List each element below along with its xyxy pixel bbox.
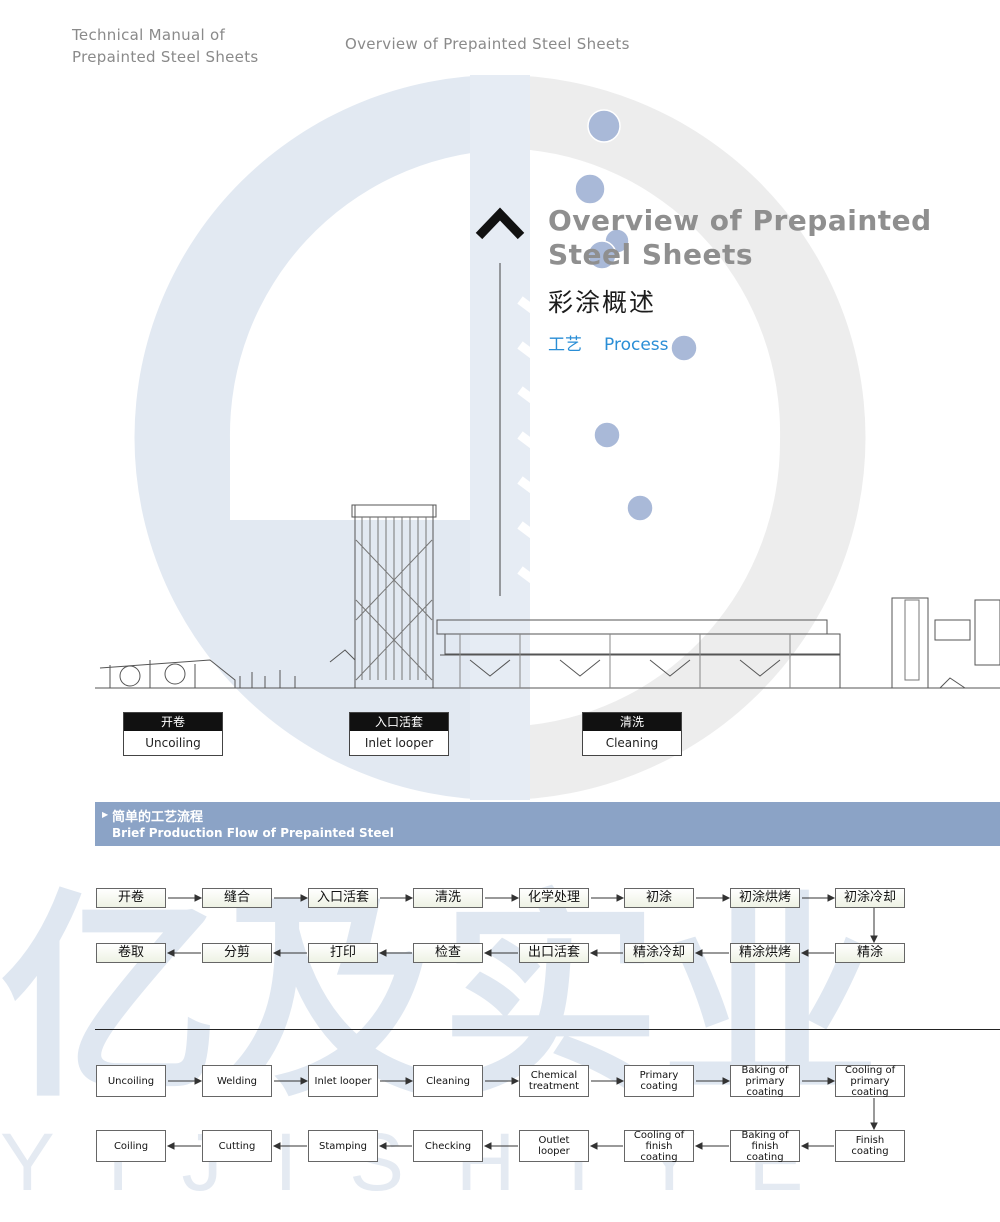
diagonal-stripes: [517, 296, 563, 604]
flow-step-cn: 初涂冷却: [835, 888, 905, 908]
floating-dots: [574, 109, 698, 522]
flow-step-cn: 初涂: [624, 888, 694, 908]
flow-step-cn: 化学处理: [519, 888, 589, 908]
banner-title-en: Brief Production Flow of Prepainted Stee…: [112, 826, 394, 840]
stage-label-inlet-looper: 入口活套 Inlet looper: [349, 712, 449, 756]
flow-step-en: Finish coating: [835, 1130, 905, 1162]
page-title-line1: Overview of Prepainted: [548, 204, 932, 237]
flow-step-cn: 初涂烘烤: [730, 888, 800, 908]
flow-step-en: Cleaning: [413, 1065, 483, 1097]
flow-step-en: Cutting: [202, 1130, 272, 1162]
subtitle-cn: 工艺: [548, 335, 582, 355]
flow-step-cn: 开卷: [96, 888, 166, 908]
subtitle: 工艺 Process: [548, 330, 669, 355]
manual-title-line2: Prepainted Steel Sheets: [72, 48, 259, 66]
flow-step-en: Welding: [202, 1065, 272, 1097]
flow-arrows: [166, 894, 878, 1150]
flow-step-cn: 分剪: [202, 943, 272, 963]
flow-step-en: Checking: [413, 1130, 483, 1162]
subtitle-en: Process: [604, 335, 669, 355]
flow-step-en: Outlet looper: [519, 1130, 589, 1162]
flow-step-cn: 卷取: [96, 943, 166, 963]
flow-step-en: Inlet looper: [308, 1065, 378, 1097]
flow-step-en: Baking of primary coating: [730, 1065, 800, 1098]
stage-label-cn: 开卷: [124, 713, 222, 731]
flow-step-en: Chemical treatment: [519, 1065, 589, 1097]
flow-step-en: Baking of finish coating: [730, 1130, 800, 1163]
chevron-up-icon: [475, 207, 525, 240]
section-header: Overview of Prepainted Steel Sheets: [345, 35, 630, 53]
triangle-bullet-icon: ▶: [102, 810, 109, 819]
stage-label-uncoiling: 开卷 Uncoiling: [123, 712, 223, 756]
stage-label-cn: 清洗: [583, 713, 681, 731]
section-banner: ▶ 简单的工艺流程 Brief Production Flow of Prepa…: [95, 802, 1000, 846]
flow-step-en: Primary coating: [624, 1065, 694, 1097]
manual-title: Technical Manual of Prepainted Steel She…: [72, 24, 259, 68]
flow-step-en: Coiling: [96, 1130, 166, 1162]
flow-step-cn: 检查: [413, 943, 483, 963]
flow-step-cn: 清洗: [413, 888, 483, 908]
flow-step-cn: 精涂冷却: [624, 943, 694, 963]
banner-title-cn: 简单的工艺流程: [112, 810, 204, 825]
stage-label-cleaning: 清洗 Cleaning: [582, 712, 682, 756]
stage-label-en: Inlet looper: [364, 736, 434, 750]
flow-step-en: Stamping: [308, 1130, 378, 1162]
flow-step-cn: 出口活套: [519, 943, 589, 963]
page-title: Overview of Prepainted Steel Sheets: [548, 204, 932, 272]
manual-title-line1: Technical Manual of: [72, 26, 226, 44]
flow-step-cn: 入口活套: [308, 888, 378, 908]
production-line-drawing: [95, 504, 1000, 689]
page-title-cn: 彩涂概述: [548, 288, 657, 317]
stage-label-en: Uncoiling: [145, 736, 201, 750]
stage-label-cn: 入口活套: [350, 713, 448, 731]
flow-step-cn: 精涂: [835, 943, 905, 963]
page-title-line2: Steel Sheets: [548, 238, 754, 271]
divider: [95, 1029, 1000, 1030]
flow-step-cn: 打印: [308, 943, 378, 963]
flow-step-en: Uncoiling: [96, 1065, 166, 1097]
flow-step-en: Cooling of finish coating: [624, 1130, 694, 1163]
flow-step-cn: 精涂烘烤: [730, 943, 800, 963]
flow-step-en: Cooling of primary coating: [835, 1065, 905, 1098]
stage-label-en: Cleaning: [605, 736, 659, 750]
flow-step-cn: 缝合: [202, 888, 272, 908]
